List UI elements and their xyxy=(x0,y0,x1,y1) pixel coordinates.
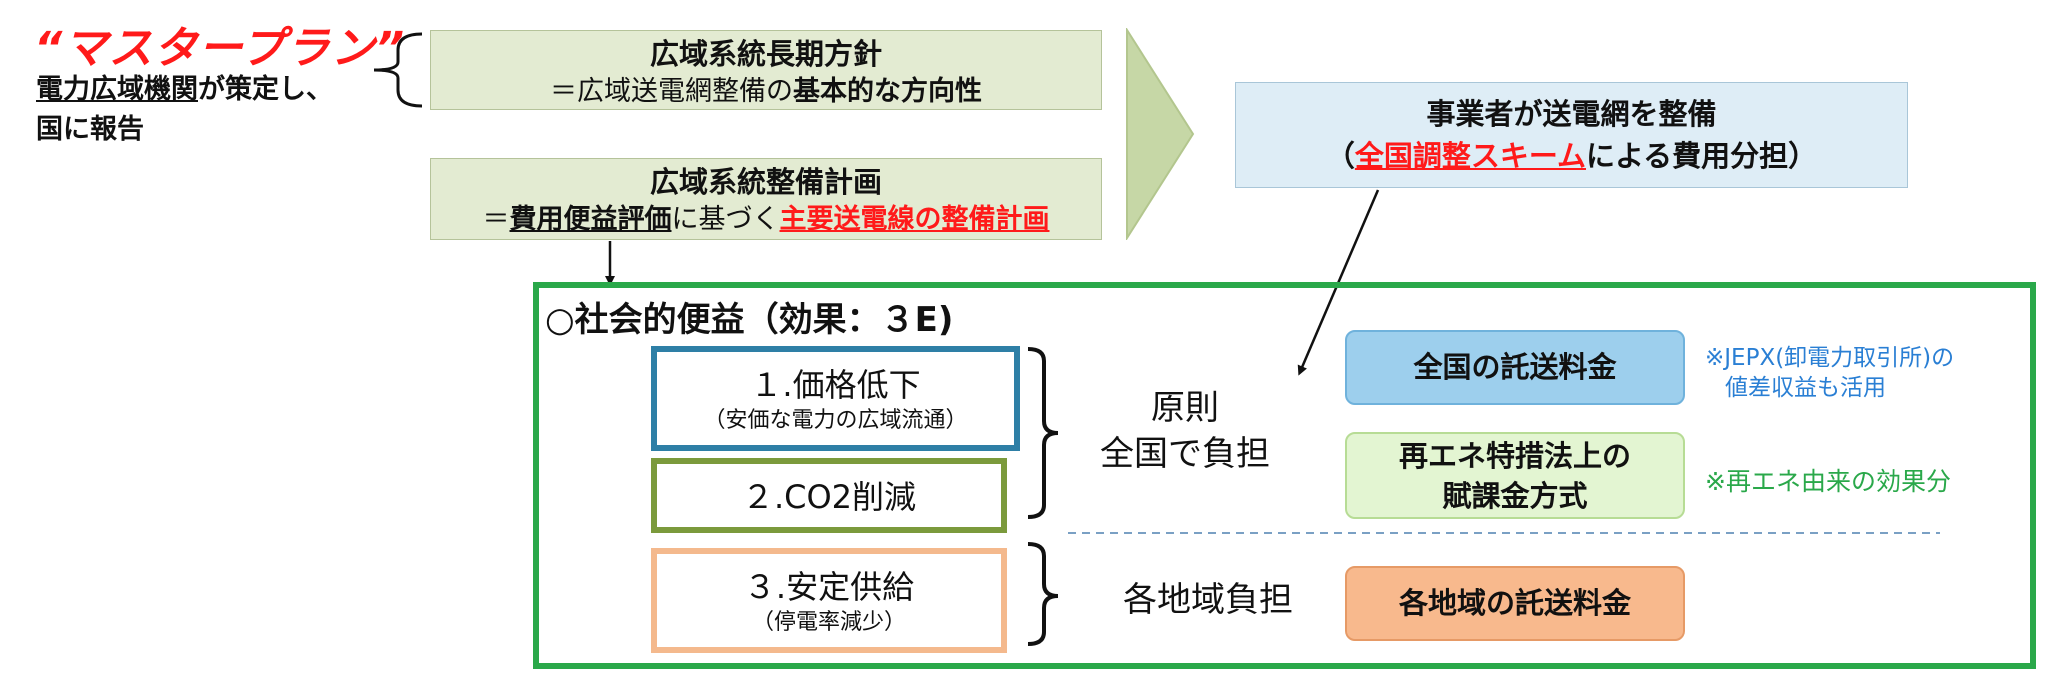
arrow-diagonal-icon xyxy=(1297,189,1380,376)
regional-bracket-icon xyxy=(1027,542,1059,646)
masterplan-brace-icon xyxy=(373,32,423,108)
price-reduction-label: １.価格低下 xyxy=(750,366,921,404)
operator-line2-rest: による費用分担） xyxy=(1586,139,1818,173)
price-reduction-detail: （安価な電力の広域流通） xyxy=(703,408,968,433)
national-burden-line2: 全国で負担 xyxy=(1100,434,1270,474)
masterplan-description: 電力広域機関が策定し、 国に報告 xyxy=(36,70,333,150)
operator-box: 事業者が送電網を整備 （全国調整スキームによる費用分担） xyxy=(1235,82,1908,188)
stable-supply-label: ３.安定供給 xyxy=(743,568,915,606)
co2-reduction-box: ２.CO2削減 xyxy=(651,458,1007,533)
renewable-note: ※再エネ由来の効果分 xyxy=(1705,467,1951,496)
long-term-policy-heading: 広域系統長期方針 xyxy=(649,37,882,71)
masterplan-organization: 電力広域機関 xyxy=(36,74,198,105)
social-benefit-frame xyxy=(533,282,2036,669)
stable-supply-detail: （停電率減少） xyxy=(751,610,906,635)
jepx-note-line1: ※JEPX(卸電力取引所)の xyxy=(1705,345,1955,371)
regional-transmission-fee: 各地域の託送料金 xyxy=(1345,566,1685,641)
price-reduction-box: １.価格低下 （安価な電力の広域流通） xyxy=(651,346,1020,451)
operator-line1: 事業者が送電網を整備 xyxy=(1426,97,1717,131)
regional-burden-label: 各地域負担 xyxy=(1123,580,1293,620)
chevron-right-icon xyxy=(1126,28,1195,240)
renewable-levy-line1: 再エネ特措法上の xyxy=(1398,439,1631,473)
development-plan-middle: に基づく xyxy=(671,204,780,235)
development-plan-box: 広域系統整備計画 ＝費用便益評価に基づく主要送電線の整備計画 xyxy=(430,158,1102,240)
masterplan-title: “マスタープラン” xyxy=(34,23,406,74)
social-benefit-title: ○社会的便益（効果：３E) xyxy=(545,300,954,340)
jepx-note: ※JEPX(卸電力取引所)の 値差収益も活用 xyxy=(1705,343,1954,403)
national-burden-line1: 原則 xyxy=(1151,388,1219,428)
national-burden-label: 原則 全国で負担 xyxy=(1090,385,1280,477)
long-term-policy-prefix: ＝広域送電網整備の xyxy=(550,76,793,107)
long-term-policy-direction: 基本的な方向性 xyxy=(793,76,982,107)
renewable-levy-box: 再エネ特措法上の 賦課金方式 xyxy=(1345,432,1685,519)
masterplan-line1-rest: が策定し、 xyxy=(198,74,333,105)
development-plan-prefix: ＝ xyxy=(482,204,510,235)
cost-benefit-evaluation: 費用便益評価 xyxy=(509,204,672,235)
masterplan-line2: 国に報告 xyxy=(36,114,144,145)
renewable-levy-line2: 賦課金方式 xyxy=(1442,479,1588,513)
jepx-note-line2: 値差収益も活用 xyxy=(1725,375,1886,401)
main-transmission-line-plan: 主要送電線の整備計画 xyxy=(779,204,1050,235)
long-term-policy-box: 広域系統長期方針 ＝広域送電網整備の基本的な方向性 xyxy=(430,30,1102,110)
national-bracket-icon xyxy=(1027,347,1059,519)
co2-reduction-label: ２.CO2削減 xyxy=(741,478,917,516)
stable-supply-box: ３.安定供給 （停電率減少） xyxy=(651,548,1007,653)
development-plan-heading: 広域系統整備計画 xyxy=(649,165,882,199)
national-coordination-scheme: 全国調整スキーム xyxy=(1354,139,1586,173)
operator-open-paren: （ xyxy=(1325,139,1355,173)
national-transmission-fee: 全国の託送料金 xyxy=(1345,330,1685,405)
